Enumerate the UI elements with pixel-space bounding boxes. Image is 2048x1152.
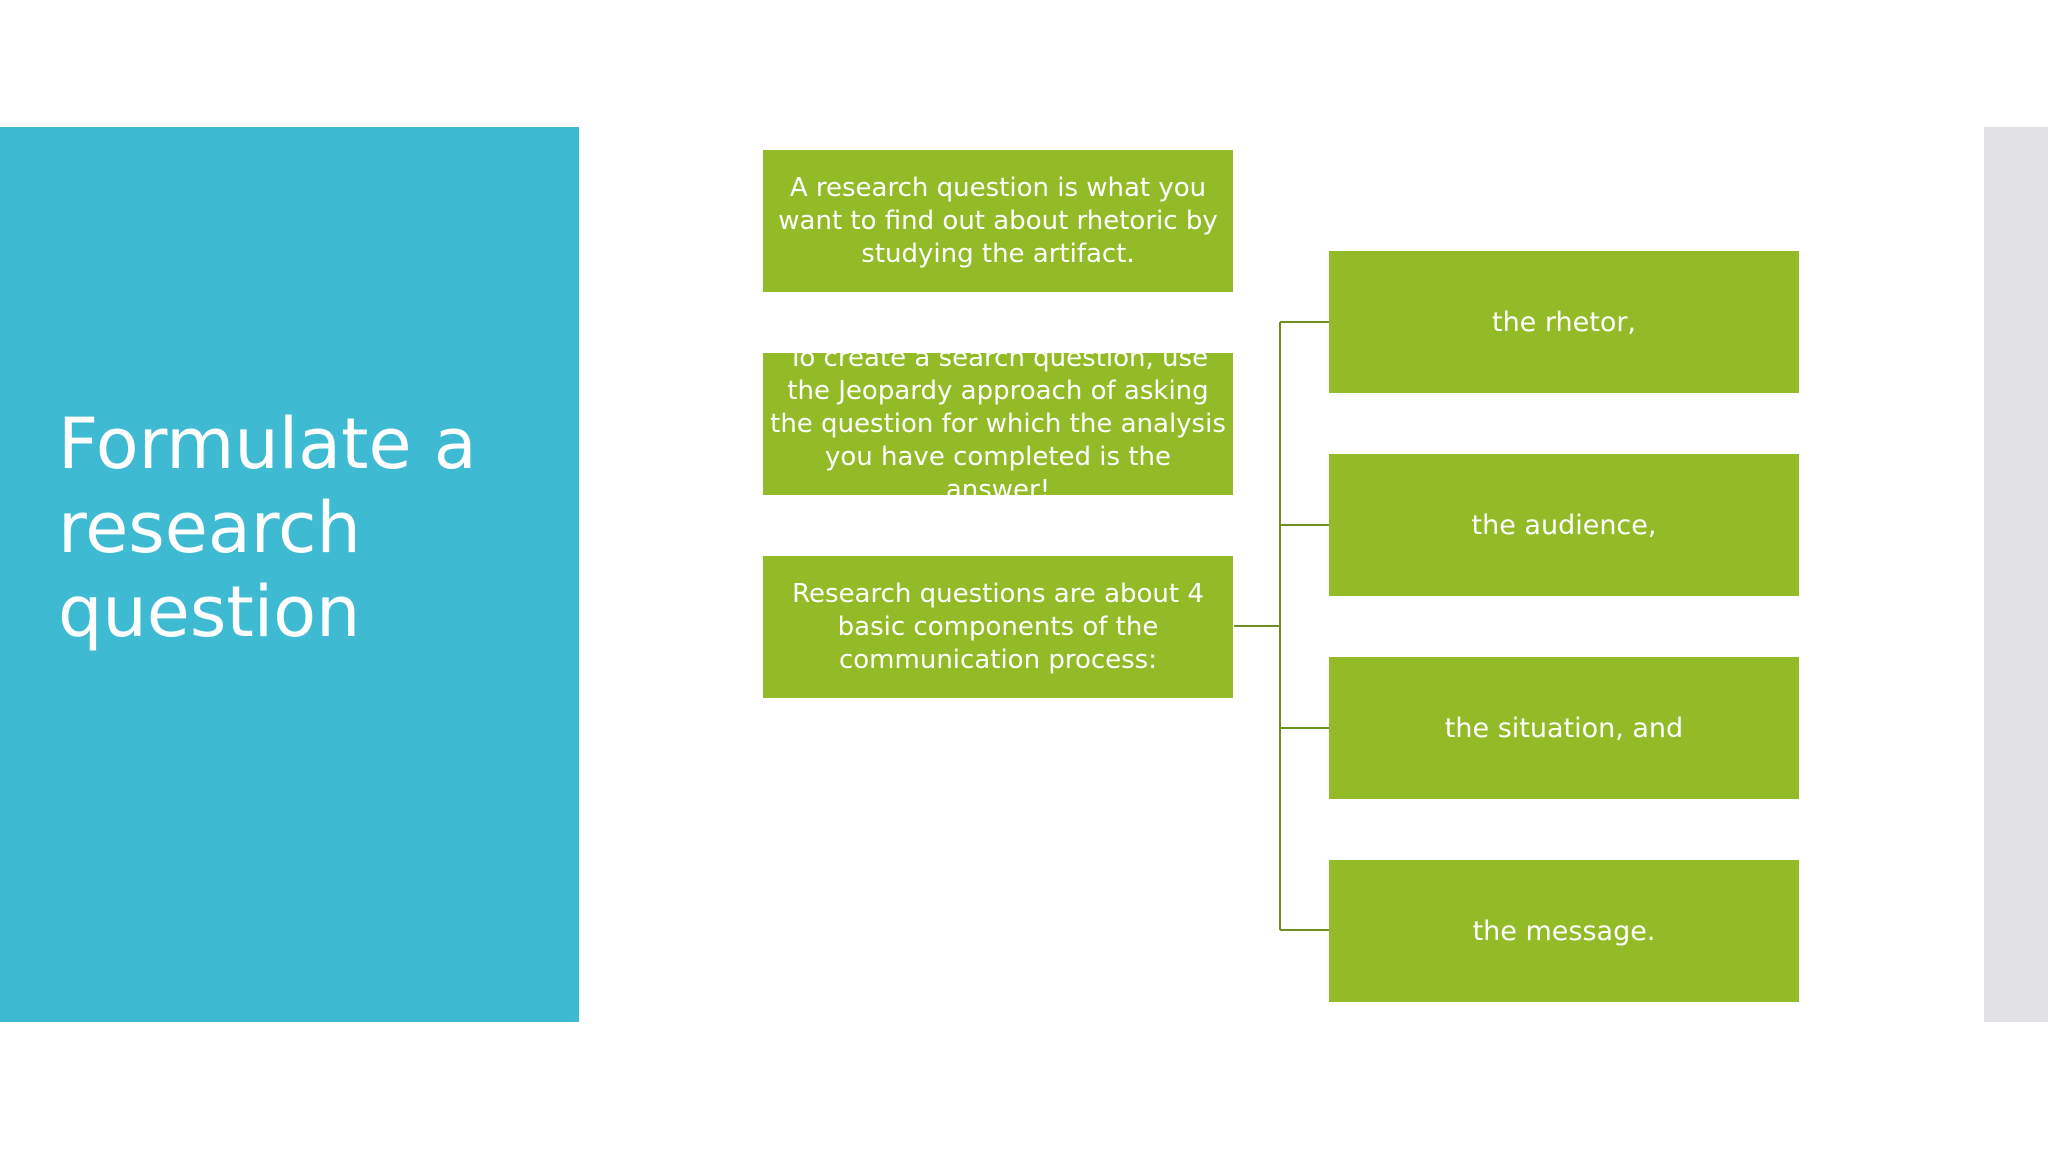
- side-strip: [1984, 127, 2048, 1022]
- title-panel: [0, 127, 579, 1022]
- components-text: Research questions are about 4 basic com…: [792, 578, 1204, 675]
- component-rhetor-text: the rhetor,: [1491, 306, 1637, 338]
- jeopardy-text: To create a search question, use the Jeo…: [770, 342, 1226, 505]
- component-message-box: the message.: [1329, 860, 1799, 1002]
- component-audience-box: the audience,: [1329, 454, 1799, 596]
- component-situation-box: the situation, and: [1329, 657, 1799, 799]
- definition-box: A research question is what you want to …: [763, 150, 1233, 292]
- component-situation-text: the situation, and: [1444, 712, 1684, 744]
- components-box: Research questions are about 4 basic com…: [763, 556, 1233, 698]
- slide-title: Formulate a research question: [58, 403, 477, 653]
- definition-text: A research question is what you want to …: [778, 172, 1218, 269]
- component-message-text: the message.: [1472, 915, 1656, 947]
- component-audience-text: the audience,: [1471, 509, 1657, 541]
- jeopardy-box: To create a search question, use the Jeo…: [763, 343, 1233, 505]
- component-rhetor-box: the rhetor,: [1329, 251, 1799, 393]
